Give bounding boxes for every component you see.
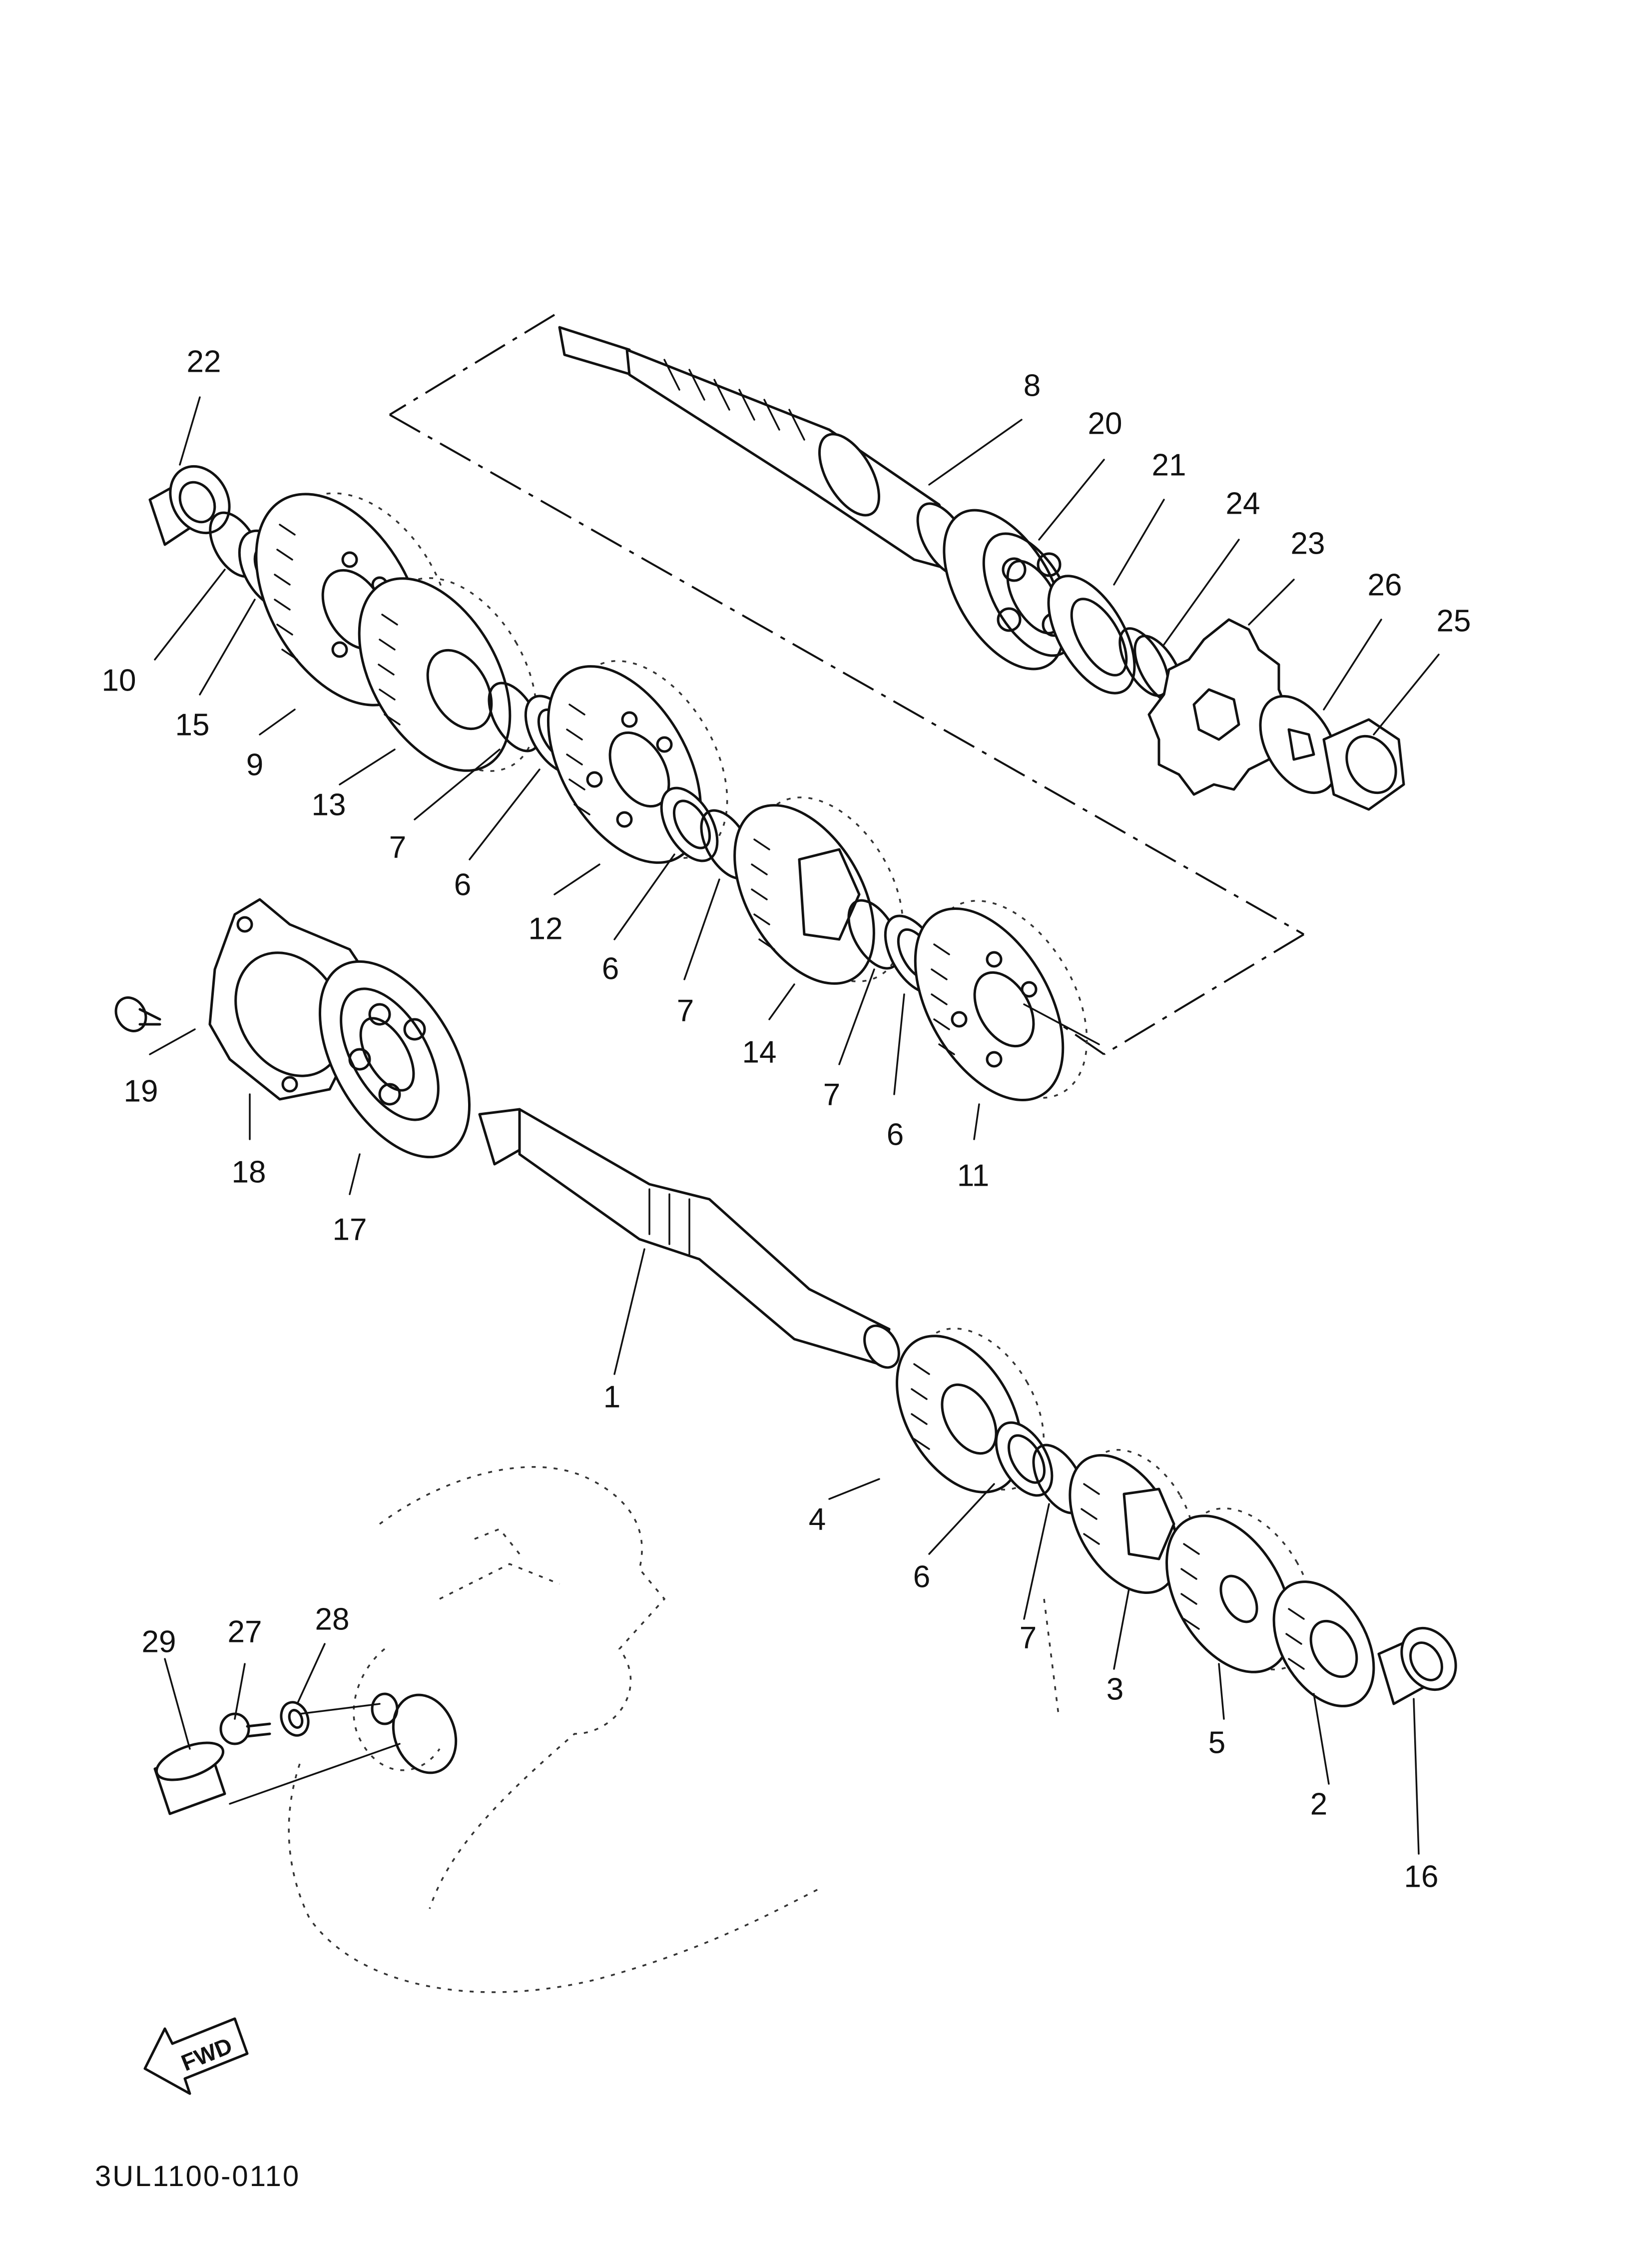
lock-washer-part-26 bbox=[1259, 695, 1339, 794]
callout-6-d: 6 bbox=[913, 1559, 930, 1594]
gear-part-3 bbox=[1069, 1449, 1196, 1594]
callout-8: 8 bbox=[1024, 368, 1041, 403]
bearing-part-17 bbox=[318, 960, 471, 1159]
crankcase-outline bbox=[288, 1466, 1060, 1993]
callout-6-a: 6 bbox=[454, 867, 471, 902]
callout-24: 24 bbox=[1226, 486, 1260, 521]
gear-part-13 bbox=[358, 577, 538, 772]
callout-19: 19 bbox=[124, 1074, 158, 1108]
callout-10: 10 bbox=[102, 663, 136, 698]
callout-21: 21 bbox=[1152, 448, 1186, 482]
needle-bearing-part-16 bbox=[1377, 1626, 1457, 1705]
callout-6-c: 6 bbox=[887, 1117, 904, 1152]
screw-part-19 bbox=[114, 996, 161, 1032]
oil-seal-part-21 bbox=[1047, 575, 1136, 695]
callout-3: 3 bbox=[1106, 1672, 1123, 1706]
callout-9: 9 bbox=[246, 748, 263, 782]
callout-7-a: 7 bbox=[389, 830, 406, 864]
callout-13: 13 bbox=[312, 787, 346, 822]
callout-12: 12 bbox=[529, 911, 563, 946]
washer-part-6-d bbox=[995, 1421, 1054, 1497]
leader-lines bbox=[149, 396, 1440, 1855]
callout-14: 14 bbox=[742, 1035, 777, 1069]
screw-part-27 bbox=[219, 1712, 271, 1745]
callout-20: 20 bbox=[1088, 406, 1122, 441]
callout-6-b: 6 bbox=[602, 951, 619, 986]
callout-7-c: 7 bbox=[823, 1077, 840, 1112]
needle-bearing-part-22 bbox=[148, 465, 231, 546]
callout-1: 1 bbox=[603, 1380, 620, 1414]
callout-11: 11 bbox=[957, 1158, 989, 1193]
callout-labels: 22 8 20 21 24 23 26 25 10 15 9 13 7 6 12… bbox=[102, 344, 1471, 1894]
callout-28: 28 bbox=[315, 1602, 350, 1636]
drive-axle-part-8 bbox=[558, 326, 972, 577]
nut-part-25 bbox=[1322, 718, 1405, 811]
callout-4: 4 bbox=[809, 1502, 826, 1536]
callout-27: 27 bbox=[228, 1614, 262, 1649]
callout-16: 16 bbox=[1404, 1859, 1439, 1894]
forward-direction-arrow: FWD bbox=[143, 2017, 249, 2095]
callout-29: 29 bbox=[142, 1624, 176, 1659]
callout-22: 22 bbox=[187, 344, 221, 379]
callout-18: 18 bbox=[232, 1155, 266, 1189]
gear-part-2 bbox=[1272, 1580, 1375, 1707]
diagram-code: 3UL1100-0110 bbox=[95, 2160, 300, 2193]
callout-25: 25 bbox=[1437, 604, 1471, 638]
callout-23: 23 bbox=[1291, 526, 1325, 561]
callout-17: 17 bbox=[333, 1212, 367, 1247]
callout-15: 15 bbox=[175, 708, 210, 742]
gear-part-5 bbox=[1165, 1507, 1315, 1673]
callout-7-b: 7 bbox=[677, 993, 694, 1028]
callout-2: 2 bbox=[1310, 1787, 1327, 1821]
main-axle-part-1 bbox=[478, 1108, 900, 1369]
callout-26: 26 bbox=[1368, 568, 1402, 602]
crankcase-boss bbox=[229, 1692, 458, 1805]
callout-7-d: 7 bbox=[1020, 1620, 1037, 1655]
callout-5: 5 bbox=[1208, 1725, 1225, 1760]
gear-part-11 bbox=[914, 900, 1088, 1102]
plug-part-29 bbox=[153, 1741, 226, 1815]
gear-part-14 bbox=[733, 796, 904, 985]
drive-sprocket-part-23 bbox=[1147, 618, 1290, 796]
gasket-part-28 bbox=[280, 1701, 310, 1737]
